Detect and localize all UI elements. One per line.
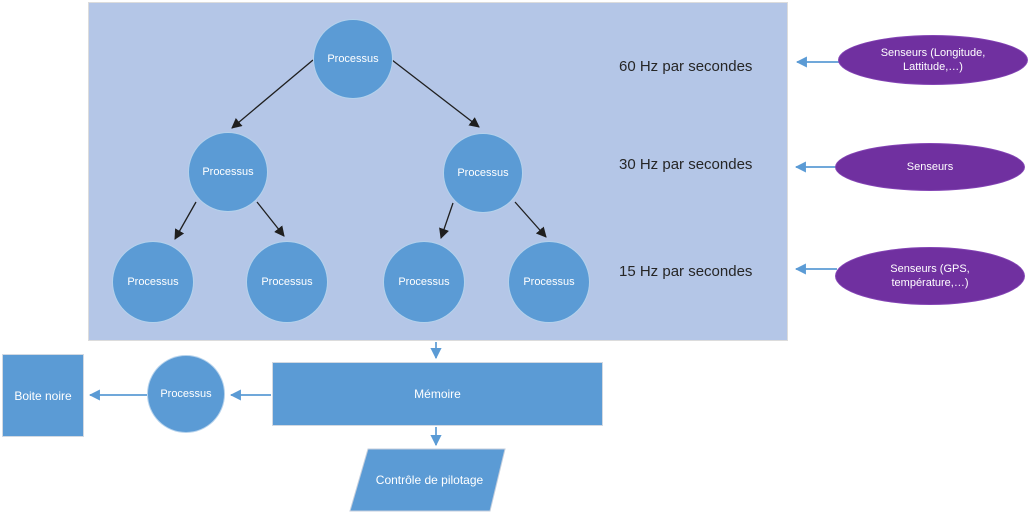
- process-node-root: Processus: [313, 19, 393, 99]
- arrow-right-to-child3: [439, 202, 454, 239]
- process-node-leaf1: Processus: [112, 241, 194, 323]
- process-node-leaf3: Processus: [383, 241, 465, 323]
- memory-rect: Mémoire: [272, 362, 603, 426]
- sensor-ellipse-longitude: Senseurs (Longitude, Lattitude,…): [838, 35, 1028, 85]
- sensor-ellipse-longitude-line2: Lattitude,…): [903, 61, 963, 73]
- process-node-right: Processus: [443, 133, 523, 213]
- process-node-left: Processus: [188, 132, 268, 212]
- black-box-rect: Boite noire: [2, 354, 84, 437]
- arrow-right-to-child4: [514, 201, 547, 238]
- arrow-root-to-right: [391, 59, 480, 128]
- process-node-leaf4: Processus: [508, 241, 590, 323]
- sensor-ellipse-generic: Senseurs: [835, 143, 1025, 191]
- sensor-ellipse-gps: Senseurs (GPS, température,…): [835, 247, 1025, 305]
- process-node-leaf2: Processus: [246, 241, 328, 323]
- arrow-left-to-child2: [256, 201, 285, 237]
- sensor-ellipse-gps-line1: Senseurs (GPS,: [890, 263, 970, 275]
- arrow-left-to-child1: [174, 201, 197, 240]
- process-node-bottom: Processus: [147, 355, 225, 433]
- frequency-label-60hz: 60 Hz par secondes: [619, 58, 753, 75]
- control-parallelogram-label: Contrôle de pilotage: [375, 473, 484, 487]
- control-parallelogram: [349, 448, 506, 512]
- sensor-ellipse-gps-line2: température,…): [891, 277, 969, 289]
- arrow-root-to-left: [231, 59, 314, 129]
- sensor-ellipse-generic-line1: Senseurs: [906, 161, 954, 173]
- sensor-ellipse-longitude-line1: Senseurs (Longitude,: [880, 47, 986, 59]
- frequency-label-30hz: 30 Hz par secondes: [619, 156, 753, 173]
- frequency-label-15hz: 15 Hz par secondes: [619, 263, 753, 280]
